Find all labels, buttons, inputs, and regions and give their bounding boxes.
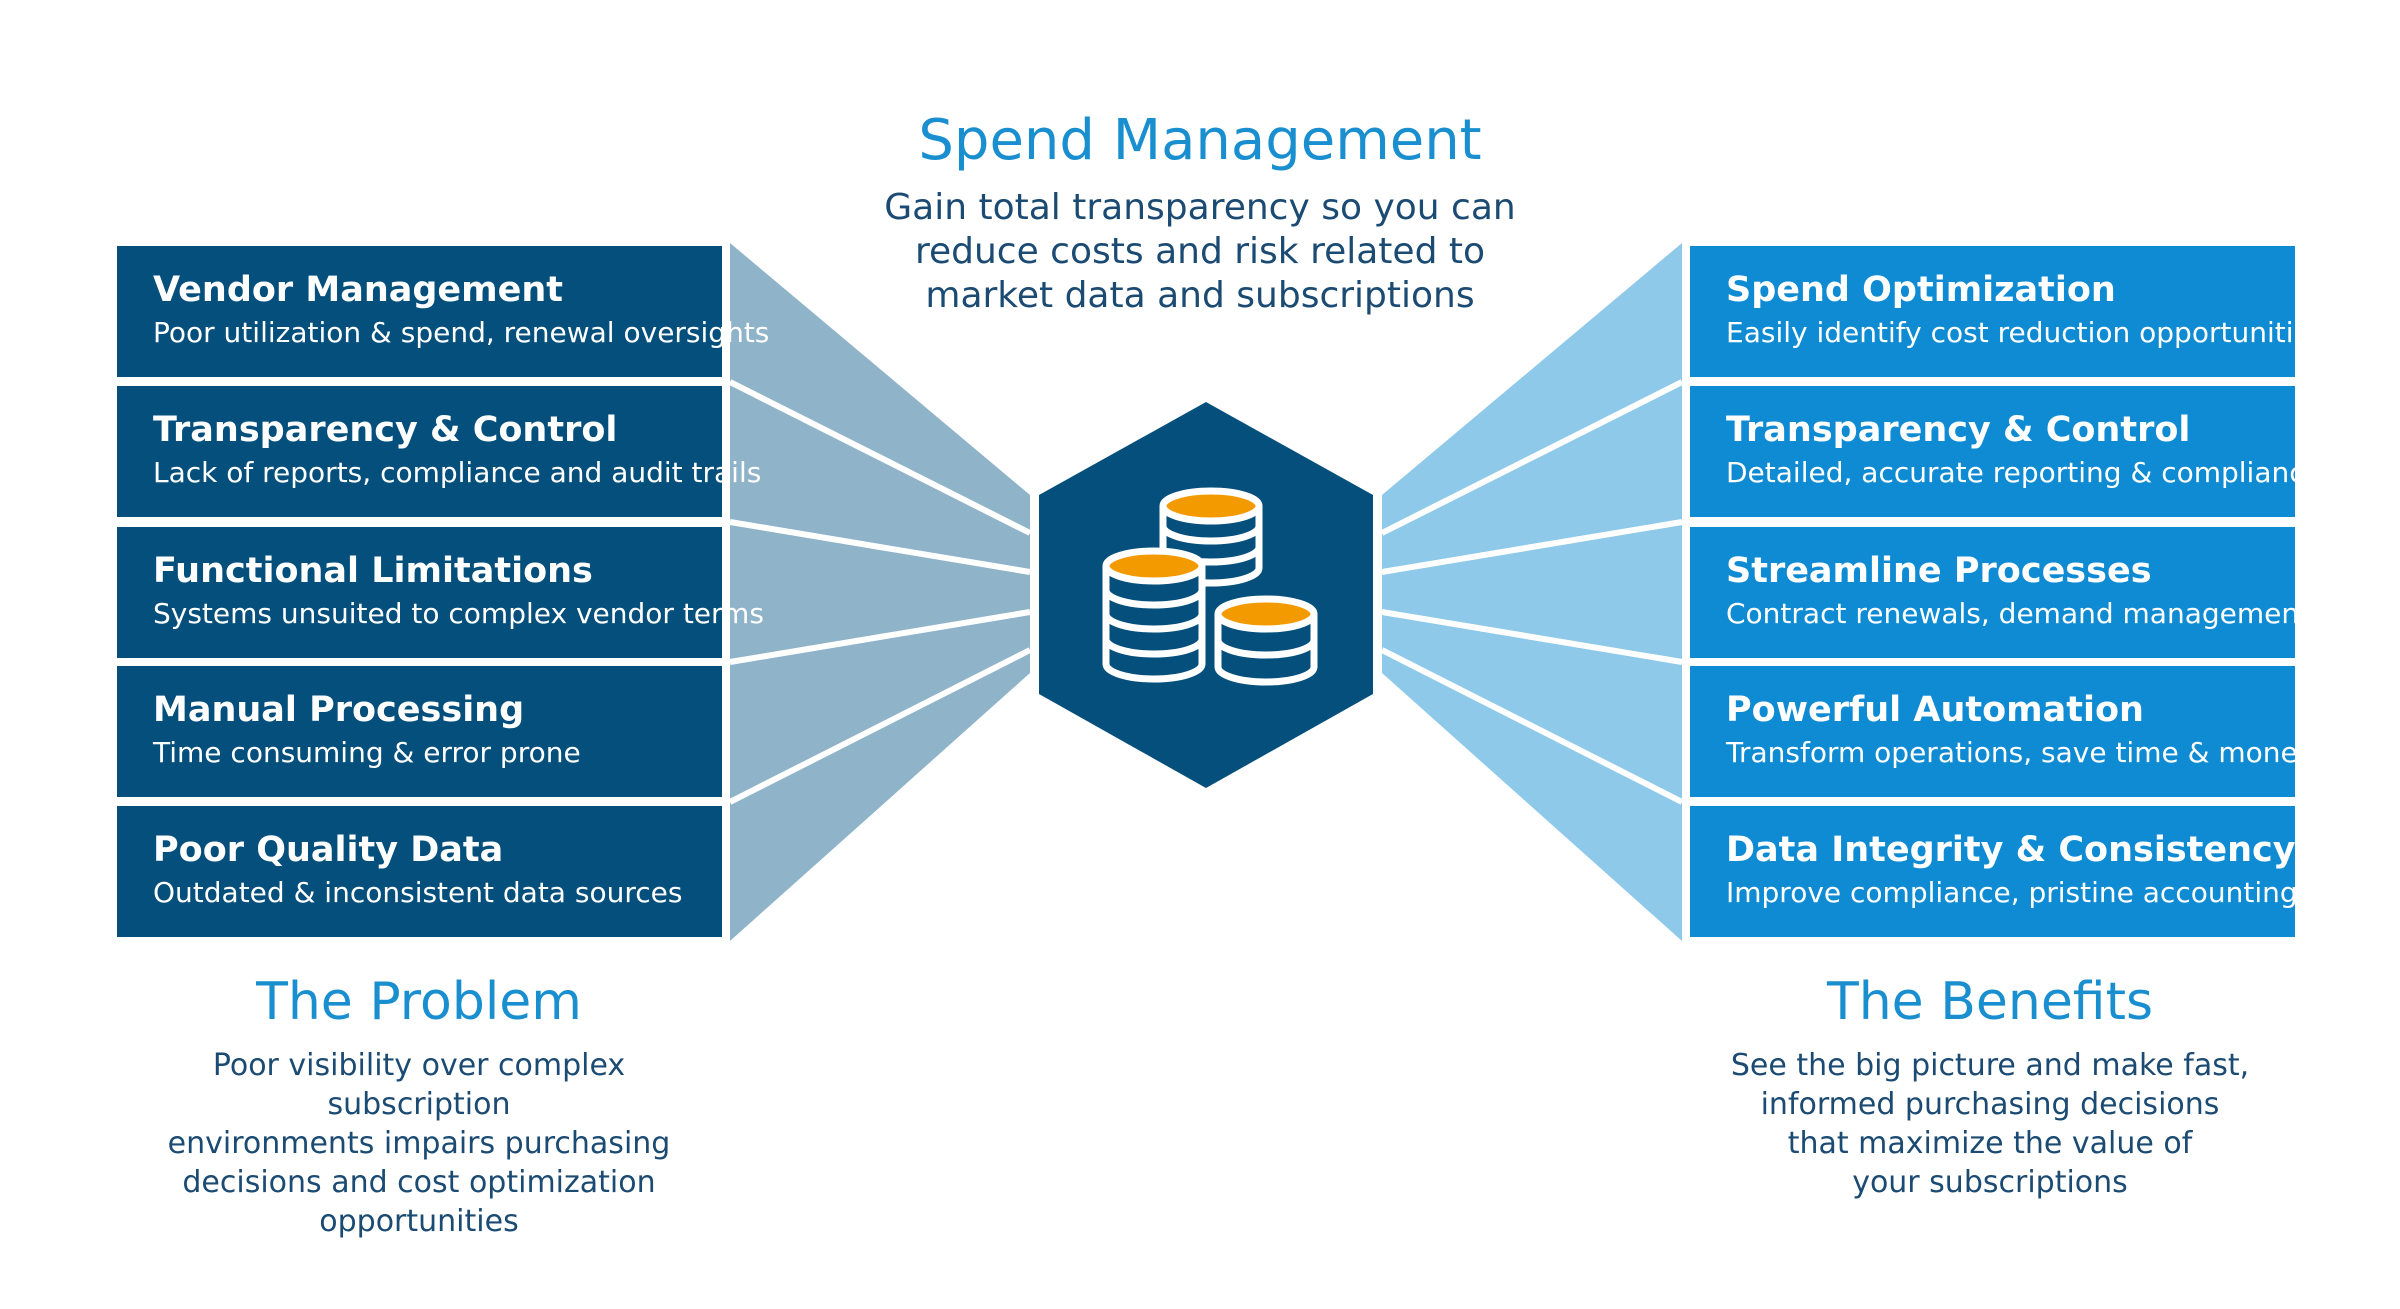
center-subtitle-line: reduce costs and risk related to bbox=[914, 231, 1486, 272]
coin-stack-icon bbox=[1102, 487, 1318, 686]
problem-description-line: opportunities bbox=[319, 1204, 519, 1239]
center-title: Spend Management bbox=[918, 108, 1482, 173]
benefit-item-desc: Detailed, accurate reporting & complianc… bbox=[1726, 456, 2322, 489]
problem-description-line: Poor visibility over complex subscriptio… bbox=[212, 1048, 626, 1122]
benefit-item-transparency-control: Transparency & Control Detailed, accurat… bbox=[1690, 386, 2322, 517]
center-subtitle-line: Gain total transparency so you can bbox=[884, 187, 1516, 228]
problem-item-desc: Systems unsuited to complex vendor terms bbox=[153, 597, 764, 630]
benefits-description-line: your subscriptions bbox=[1852, 1165, 2128, 1200]
problem-item-poor-quality-data: Poor Quality Data Outdated & inconsisten… bbox=[117, 806, 722, 937]
problem-item-desc: Poor utilization & spend, renewal oversi… bbox=[153, 316, 770, 349]
benefit-item-powerful-automation: Powerful Automation Transform operations… bbox=[1690, 666, 2314, 797]
problem-item-transparency-control: Transparency & Control Lack of reports, … bbox=[117, 386, 761, 517]
problem-item-desc: Lack of reports, compliance and audit tr… bbox=[153, 456, 762, 489]
problem-item-desc: Outdated & inconsistent data sources bbox=[153, 876, 683, 909]
benefit-item-desc: Transform operations, save time & money bbox=[1726, 736, 2315, 769]
problem-item-desc: Time consuming & error prone bbox=[153, 736, 581, 769]
benefit-item-spend-optimization: Spend Optimization Easily identify cost … bbox=[1690, 246, 2325, 377]
right-funnel-dividers bbox=[1380, 379, 1684, 805]
problem-item-manual-processing: Manual Processing Time consuming & error… bbox=[117, 666, 722, 797]
benefits-description: See the big picture and make fast, infor… bbox=[1690, 1046, 2290, 1202]
benefit-item-desc: Contract renewals, demand management bbox=[1726, 597, 2311, 630]
benefits-description-line: informed purchasing decisions bbox=[1760, 1087, 2220, 1122]
benefit-item-title: Data Integrity & Consistency bbox=[1726, 830, 2296, 870]
problem-description-line: environments impairs purchasing bbox=[167, 1126, 671, 1161]
benefit-item-title: Streamline Processes bbox=[1726, 551, 2152, 591]
benefit-item-title: Transparency & Control bbox=[1726, 410, 2191, 450]
hexagon bbox=[1039, 402, 1373, 788]
problem-item-title: Vendor Management bbox=[153, 270, 564, 310]
benefit-item-desc: Easily identify cost reduction opportuni… bbox=[1726, 316, 2326, 349]
problem-item-vendor-management: Vendor Management Poor utilization & spe… bbox=[117, 246, 769, 377]
problem-item-title: Transparency & Control bbox=[153, 410, 618, 450]
center-subtitle: Gain total transparency so you can reduc… bbox=[880, 186, 1520, 318]
benefit-item-title: Spend Optimization bbox=[1726, 270, 2116, 310]
problem-title: The Problem bbox=[256, 972, 582, 1032]
benefits-title: The Benefits bbox=[1826, 972, 2154, 1032]
benefits-description-line: that maximize the value of bbox=[1787, 1126, 2193, 1161]
right-funnel bbox=[1382, 243, 1682, 941]
left-funnel bbox=[730, 243, 1030, 941]
left-funnel-dividers bbox=[728, 379, 1032, 805]
benefits-description-line: See the big picture and make fast, bbox=[1730, 1048, 2250, 1083]
problem-item-title: Poor Quality Data bbox=[153, 830, 504, 870]
benefit-item-streamline-processes: Streamline Processes Contract renewals, … bbox=[1690, 527, 2310, 658]
problem-item-title: Functional Limitations bbox=[153, 551, 593, 591]
problem-item-title: Manual Processing bbox=[153, 690, 525, 730]
center-subtitle-line: market data and subscriptions bbox=[925, 275, 1475, 316]
problem-item-functional-limitations: Functional Limitations Systems unsuited … bbox=[117, 527, 764, 658]
problem-description: Poor visibility over complex subscriptio… bbox=[119, 1046, 719, 1241]
problem-description-line: decisions and cost optimization bbox=[182, 1165, 656, 1200]
benefit-item-data-integrity: Data Integrity & Consistency Improve com… bbox=[1690, 806, 2298, 937]
benefit-item-title: Powerful Automation bbox=[1726, 690, 2144, 730]
benefit-item-desc: Improve compliance, pristine accounting bbox=[1726, 876, 2298, 909]
